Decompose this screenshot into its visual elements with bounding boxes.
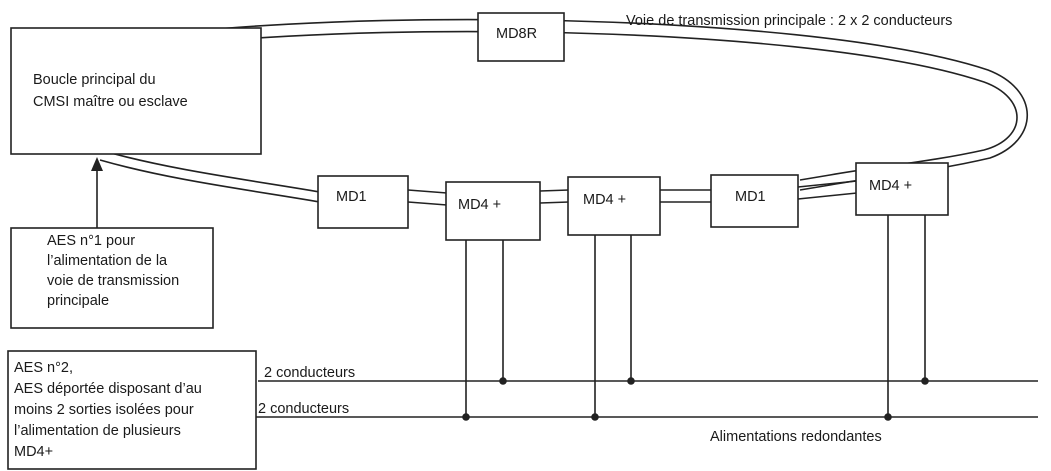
aes2-box: AES n°2, AES déportée disposant d’au moi…: [7, 350, 257, 470]
aes2-line-3: moins 2 sorties isolées pour: [14, 402, 194, 418]
redundant-power-label: Alimentations redondantes: [710, 429, 882, 445]
junction-dot: [627, 377, 635, 385]
bus-lower-label: 2 conducteurs: [258, 401, 349, 417]
arrow-head-icon: [91, 157, 103, 171]
aes1-line-1: AES n°1 pour: [47, 233, 135, 249]
aes1-box: AES n°1 pour l’alimentation de la voie d…: [10, 227, 214, 329]
aes2-line-1: AES n°2,: [14, 360, 73, 376]
module-md4-b: MD4 +: [567, 176, 661, 236]
junction-dot: [462, 413, 470, 421]
cmsi-main-line-1: Boucle principal du: [33, 72, 156, 88]
module-md4-c: MD4 +: [855, 162, 949, 216]
cmsi-main-line-2: CMSI maître ou esclave: [33, 94, 188, 110]
module-label: MD4 +: [583, 192, 626, 208]
module-label: MD1: [336, 189, 367, 205]
bus-upper-label: 2 conducteurs: [264, 365, 355, 381]
junction-dot: [499, 377, 507, 385]
module-label: MD4 +: [458, 197, 501, 213]
module-md8r: MD8R: [477, 12, 565, 62]
loop-title: Voie de transmission principale : 2 x 2 …: [626, 13, 952, 29]
aes2-line-2: AES déportée disposant d’au: [14, 381, 202, 397]
module-label: MD8R: [496, 26, 537, 42]
aes1-line-3: voie de transmission: [47, 273, 179, 289]
aes2-line-5: MD4+: [14, 444, 53, 460]
cmsi-main-box: Boucle principal du CMSI maître ou escla…: [10, 27, 262, 155]
module-md1-a: MD1: [317, 175, 409, 229]
junction-dot: [884, 413, 892, 421]
junction-dot: [591, 413, 599, 421]
aes2-line-4: l’alimentation de plusieurs: [14, 423, 181, 439]
power-bus: [256, 215, 1038, 421]
module-label: MD4 +: [869, 178, 912, 194]
aes1-line-4: principale: [47, 293, 109, 309]
module-label: MD1: [735, 189, 766, 205]
aes1-arrow: [91, 157, 103, 228]
junction-dot: [921, 377, 929, 385]
module-md1-b: MD1: [710, 174, 799, 228]
module-md4-a: MD4 +: [445, 181, 541, 241]
aes1-line-2: l’alimentation de la: [47, 253, 168, 269]
